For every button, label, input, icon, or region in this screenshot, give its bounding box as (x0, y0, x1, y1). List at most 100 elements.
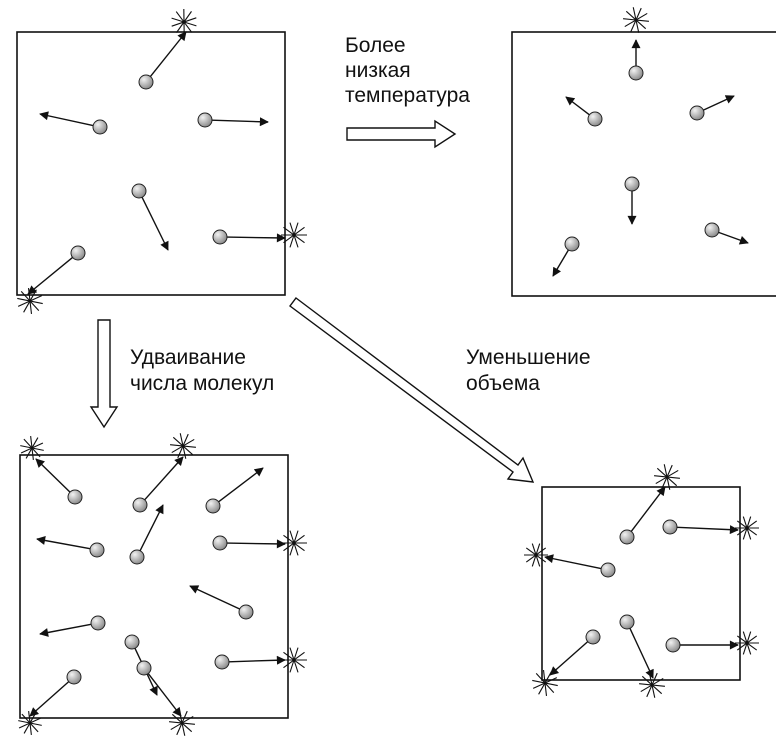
molecule-cold (552, 236, 580, 277)
velocity-arrow (147, 673, 182, 717)
molecule-ball (238, 604, 254, 620)
velocity-arrow (703, 95, 735, 111)
velocity-arrow (552, 249, 570, 277)
molecule-doubled (205, 467, 264, 514)
label-lower-temperature-line1: Более (345, 34, 406, 57)
collision-burst (18, 711, 42, 735)
collision-burst (170, 433, 196, 459)
molecule-cold (704, 222, 749, 245)
molecule-ball (619, 614, 635, 630)
collision-burst (532, 670, 558, 696)
velocity-arrow (27, 256, 74, 295)
molecule-cold (565, 96, 603, 127)
label-double-molecules-line1: Удваивание (130, 346, 246, 369)
molecule-original (197, 112, 269, 128)
molecule-doubled (29, 669, 82, 717)
molecule-ball (212, 229, 228, 245)
molecule-ball (124, 634, 140, 650)
collision-burst (169, 710, 195, 736)
molecule-ball (600, 562, 616, 578)
hollow-arrow-down (89, 319, 119, 429)
collision-burst (524, 543, 548, 567)
molecule-ball (665, 637, 681, 653)
molecule-cold (628, 39, 644, 81)
label-reduced-volume-line2: объема (466, 372, 540, 395)
velocity-arrow (228, 655, 286, 665)
velocity-arrow (226, 233, 286, 243)
container-original (16, 31, 286, 296)
molecule-ball (92, 119, 108, 135)
velocity-arrow (676, 525, 739, 535)
label-lower-temperature-line2: низкая (345, 59, 411, 82)
molecule-doubled (132, 456, 184, 513)
collision-burst (171, 8, 197, 36)
label-reduced-volume-line1: Уменьшение (466, 346, 591, 369)
molecule-ball (587, 111, 603, 127)
velocity-arrow (565, 96, 590, 116)
molecule-ball (67, 489, 83, 505)
velocity-arrow (144, 456, 184, 501)
velocity-arrow (141, 196, 169, 251)
collision-burst (735, 516, 759, 540)
molecule-original (27, 245, 86, 295)
molecule-original (138, 31, 187, 90)
molecule-original (39, 111, 108, 135)
velocity-arrow (544, 554, 602, 570)
velocity-arrow (29, 681, 70, 717)
label-lower-temperature-line3: температура (345, 84, 470, 107)
molecule-ball (662, 519, 678, 535)
velocity-arrow (189, 585, 240, 610)
velocity-arrow (718, 231, 749, 245)
molecule-ball (70, 245, 86, 261)
collision-burst (20, 436, 44, 460)
container-lower-temperature (511, 31, 776, 297)
molecule-ball (689, 105, 705, 121)
molecule-ball (585, 629, 601, 645)
velocity-arrow (149, 31, 187, 77)
molecule-original (131, 183, 169, 251)
molecule-doubled (39, 615, 106, 637)
molecule-doubled (189, 585, 254, 620)
molecule-ball (564, 236, 580, 252)
velocity-arrow (218, 467, 264, 503)
molecule-compressed (665, 637, 739, 653)
molecule-ball (205, 498, 221, 514)
molecules-layer (27, 31, 749, 717)
collision-burst (281, 647, 307, 673)
molecule-ball (212, 535, 228, 551)
molecule-ball (197, 112, 213, 128)
hollow-arrow-diagonal (289, 297, 535, 483)
molecule-compressed (544, 554, 616, 578)
container-reduced-volume (541, 486, 741, 681)
velocity-arrow (629, 628, 654, 679)
molecule-doubled (129, 504, 164, 565)
molecule-doubled (36, 536, 105, 558)
molecule-ball (628, 65, 644, 81)
molecule-cold (624, 176, 640, 225)
molecule-ball (131, 183, 147, 199)
molecule-compressed (549, 629, 601, 676)
hollow-arrow-right (346, 119, 457, 149)
velocity-arrow (630, 486, 666, 532)
molecule-ball (132, 497, 148, 513)
molecule-original (212, 229, 286, 245)
molecule-ball (619, 529, 635, 545)
molecule-ball (66, 669, 82, 685)
velocity-arrow (211, 117, 269, 127)
collision-burst (17, 288, 43, 314)
molecule-doubled (136, 660, 182, 717)
container-doubled-molecules (19, 454, 289, 719)
molecule-compressed (619, 486, 666, 545)
velocity-arrow (35, 458, 71, 493)
collision-burst (281, 222, 307, 248)
molecule-doubled (214, 654, 286, 670)
velocity-arrow (39, 623, 92, 637)
molecule-ball (90, 615, 106, 631)
collision-burst (654, 464, 680, 490)
molecule-ball (704, 222, 720, 238)
velocity-arrow (549, 641, 589, 676)
collision-burst (623, 7, 649, 33)
molecule-doubled (212, 535, 286, 551)
collision-burst (735, 631, 759, 655)
